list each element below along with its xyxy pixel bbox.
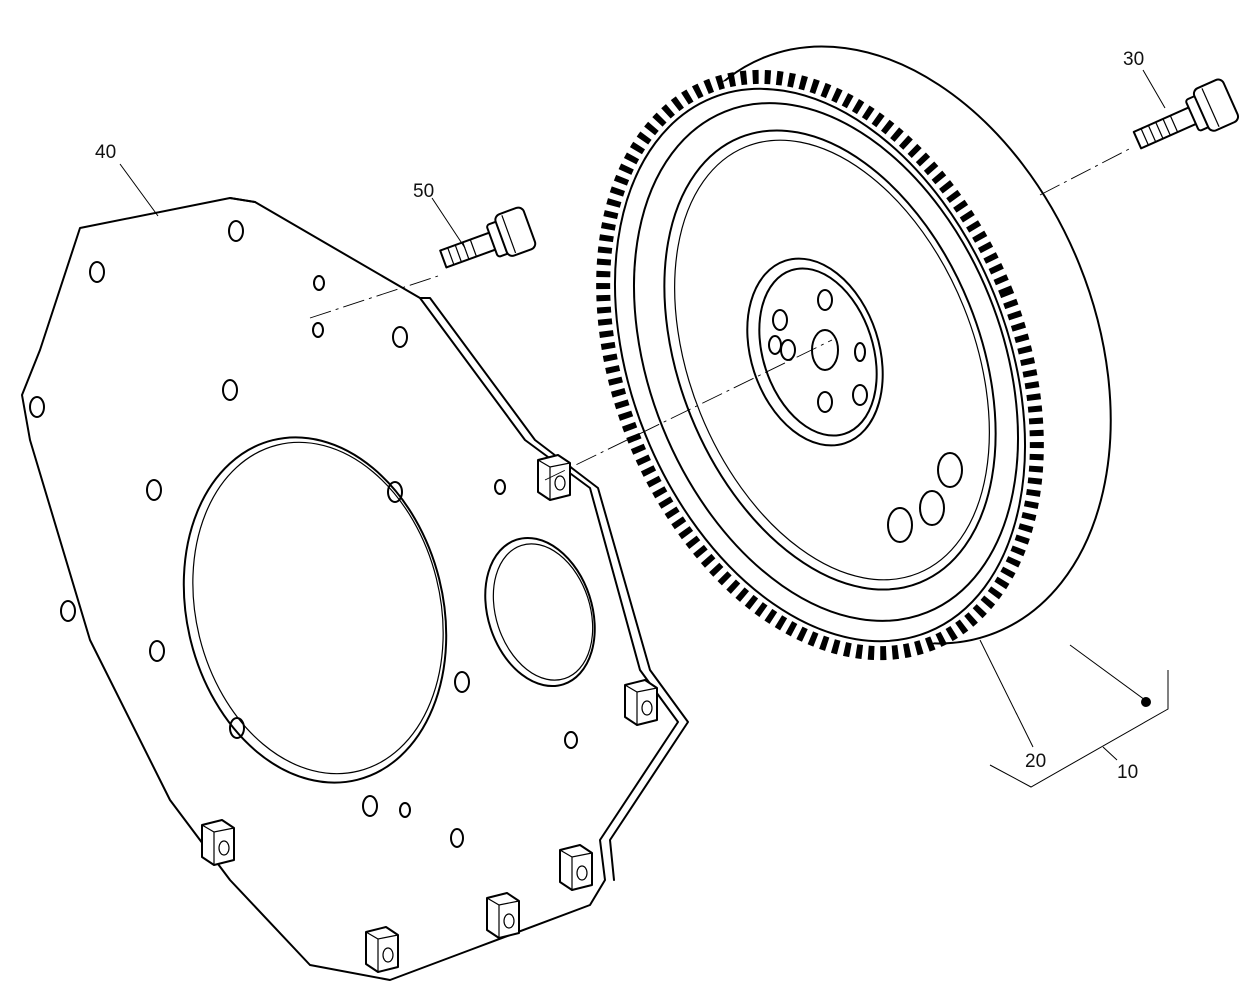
plate-bolt-holes	[29, 220, 578, 848]
flywheel-center-axis	[544, 339, 833, 481]
leader-20	[979, 639, 1034, 748]
callout-dot	[1141, 697, 1151, 707]
callout-30: 30	[1123, 49, 1145, 70]
leader-50	[431, 197, 466, 249]
callout-50: 50	[413, 181, 435, 202]
plate-square-nuts	[201, 454, 658, 973]
flywheel	[596, 45, 1112, 661]
callout-10: 10	[1117, 762, 1139, 783]
leader-30	[1142, 69, 1166, 109]
leader-40	[119, 163, 159, 217]
adapter-plate	[21, 197, 689, 981]
bolt-50	[439, 206, 537, 269]
bracket-10	[989, 670, 1169, 788]
leader-10-dot	[1069, 644, 1146, 701]
flywheel-hub	[746, 257, 884, 447]
callout-40: 40	[95, 142, 117, 163]
flywheel-bolt-axis	[1039, 146, 1134, 196]
plate-bolt-axis	[309, 275, 439, 319]
callout-20: 20	[1025, 751, 1047, 772]
bolt-30	[1132, 78, 1240, 150]
